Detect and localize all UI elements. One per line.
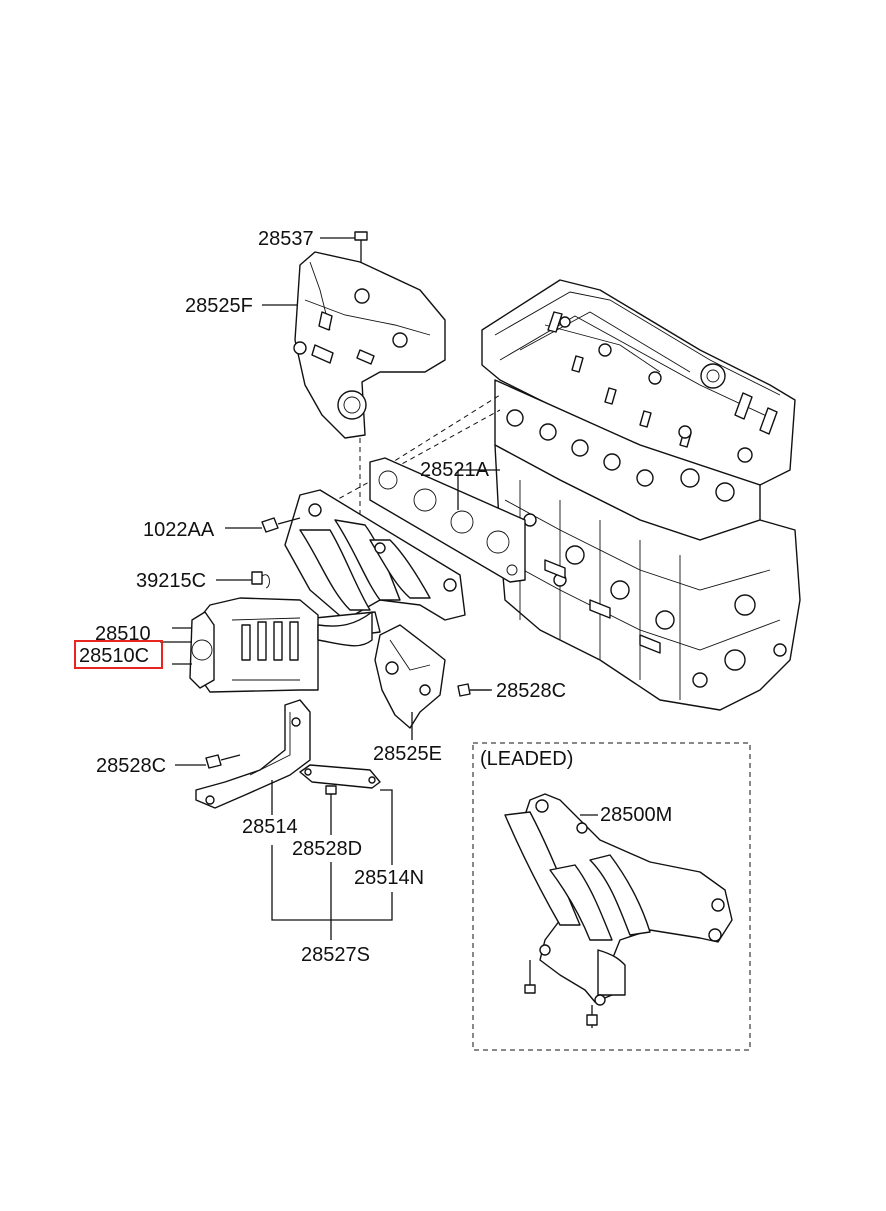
label-28525F[interactable]: 28525F [185,295,253,317]
gasket-28521A [369,457,526,583]
label-28510C[interactable]: 28510C [79,645,149,667]
label-28514N[interactable]: 28514N [354,867,424,889]
nut-1022AA [261,517,301,533]
bolt-28537 [354,231,368,262]
manifold-leaded-28500M [504,793,733,1028]
bracket-28514 [195,699,311,809]
label-28521A[interactable]: 28521A [420,459,490,481]
label-28525E[interactable]: 28525E [373,743,442,765]
engine-block-illustration [481,279,801,711]
bolt-28528C-left [205,754,241,769]
heat-shield-upper-28525F [293,251,446,439]
manifold-catalytic-converter-28510 [172,489,466,693]
label-28500M[interactable]: 28500M [600,804,672,826]
label-28528D[interactable]: 28528D [292,838,362,860]
bracket-28514N [299,764,381,789]
leader-lines [160,237,598,940]
label-28510[interactable]: 28510 [95,623,151,645]
leaded-variant-box [472,742,751,1051]
bolt-28528D [325,785,337,802]
label-1022AA[interactable]: 1022AA [143,519,215,541]
heat-shield-lower-28525E [374,624,446,729]
highlight-box-28510C [74,640,163,669]
label-28514[interactable]: 28514 [242,816,298,838]
sensor-39215C [251,571,270,589]
label-28528C-left[interactable]: 28528C [96,755,166,777]
label-39215C[interactable]: 39215C [136,570,206,592]
alignment-line [379,394,501,471]
label-28528C-right[interactable]: 28528C [496,680,566,702]
leaded-title: (LEADED) [480,748,573,770]
label-28537[interactable]: 28537 [258,228,314,250]
label-28527S[interactable]: 28527S [301,944,370,966]
